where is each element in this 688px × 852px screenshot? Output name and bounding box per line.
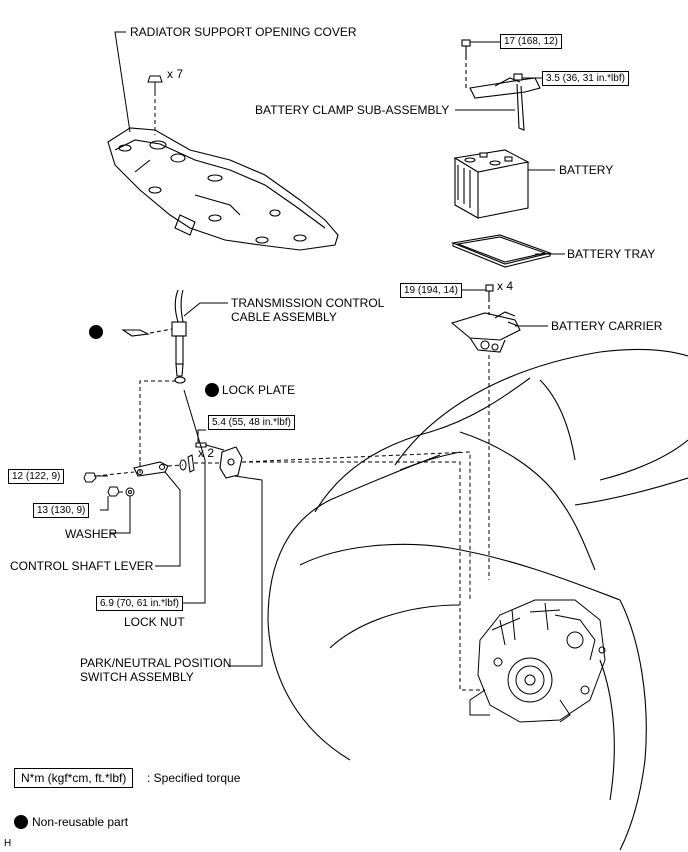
non-reusable-marker-cable — [89, 325, 103, 339]
leader-lines — [94, 31, 565, 667]
count-switch-bolts: x 2 — [198, 446, 215, 460]
control-shaft-lever-part — [133, 461, 169, 477]
count-carrier-bolts: x 4 — [497, 279, 514, 293]
torque-clamp-bolt: 17 (168, 12) — [500, 34, 562, 49]
torque-lever-nut: 12 (122, 9) — [8, 469, 65, 484]
label-battery: BATTERY — [559, 163, 614, 177]
legend-non-reusable-marker — [14, 815, 28, 829]
label-trans-cable-line1: TRANSMISSION CONTROL — [231, 296, 385, 310]
alignment-dashed-lines — [95, 380, 485, 691]
label-park-switch-line1: PARK/NEUTRAL POSITION — [80, 656, 232, 670]
torque-clamp-nut: 3.5 (36, 31 in.*lbf) — [542, 71, 629, 86]
label-lock-nut: LOCK NUT — [124, 615, 185, 629]
count-cover-clips: x 7 — [167, 67, 184, 81]
legend-torque-desc: : Specified torque — [147, 771, 241, 785]
label-battery-clamp: BATTERY CLAMP SUB-ASSEMBLY — [255, 103, 450, 117]
battery-clamp-part — [461, 39, 542, 131]
non-reusable-marker-lock-plate — [205, 383, 219, 397]
battery-carrier-part — [450, 284, 521, 353]
legend-torque-unit: N*m (kgf*cm, ft.*lbf) — [14, 768, 134, 788]
torque-lock-nut: 6.9 (70, 61 in.*lbf) — [96, 596, 183, 611]
label-battery-tray: BATTERY TRAY — [567, 247, 656, 261]
corner-code: H — [4, 838, 12, 849]
lever-nut-part — [83, 472, 97, 483]
torque-switch-bolt: 5.4 (55, 48 in.*lbf) — [208, 415, 295, 430]
vehicle-body-outline — [267, 348, 688, 851]
label-park-switch-line2: SWITCH ASSEMBLY — [80, 670, 194, 684]
label-trans-cable-line2: CABLE ASSEMBLY — [231, 310, 337, 324]
cover-clip — [147, 75, 163, 135]
lock-plate-part — [179, 454, 195, 473]
battery-tray-part — [450, 234, 552, 268]
transmission-cable-part — [121, 289, 187, 384]
transmission-assembly — [469, 599, 606, 723]
label-washer: WASHER — [65, 527, 118, 541]
torque-carrier-bolt: 19 (194, 14) — [400, 283, 462, 298]
radiator-cover-part — [107, 127, 339, 251]
legend-non-reusable-text: Non-reusable part — [32, 815, 129, 829]
battery-part — [453, 149, 530, 219]
washer-part — [125, 487, 135, 497]
label-radiator-cover: RADIATOR SUPPORT OPENING COVER — [130, 25, 357, 39]
label-battery-carrier: BATTERY CARRIER — [551, 319, 663, 333]
torque-small-nut: 13 (130, 9) — [33, 503, 90, 518]
small-nut-part — [107, 486, 120, 497]
label-control-shaft-lever: CONTROL SHAFT LEVER — [10, 559, 154, 573]
label-lock-plate: LOCK PLATE — [222, 383, 296, 397]
